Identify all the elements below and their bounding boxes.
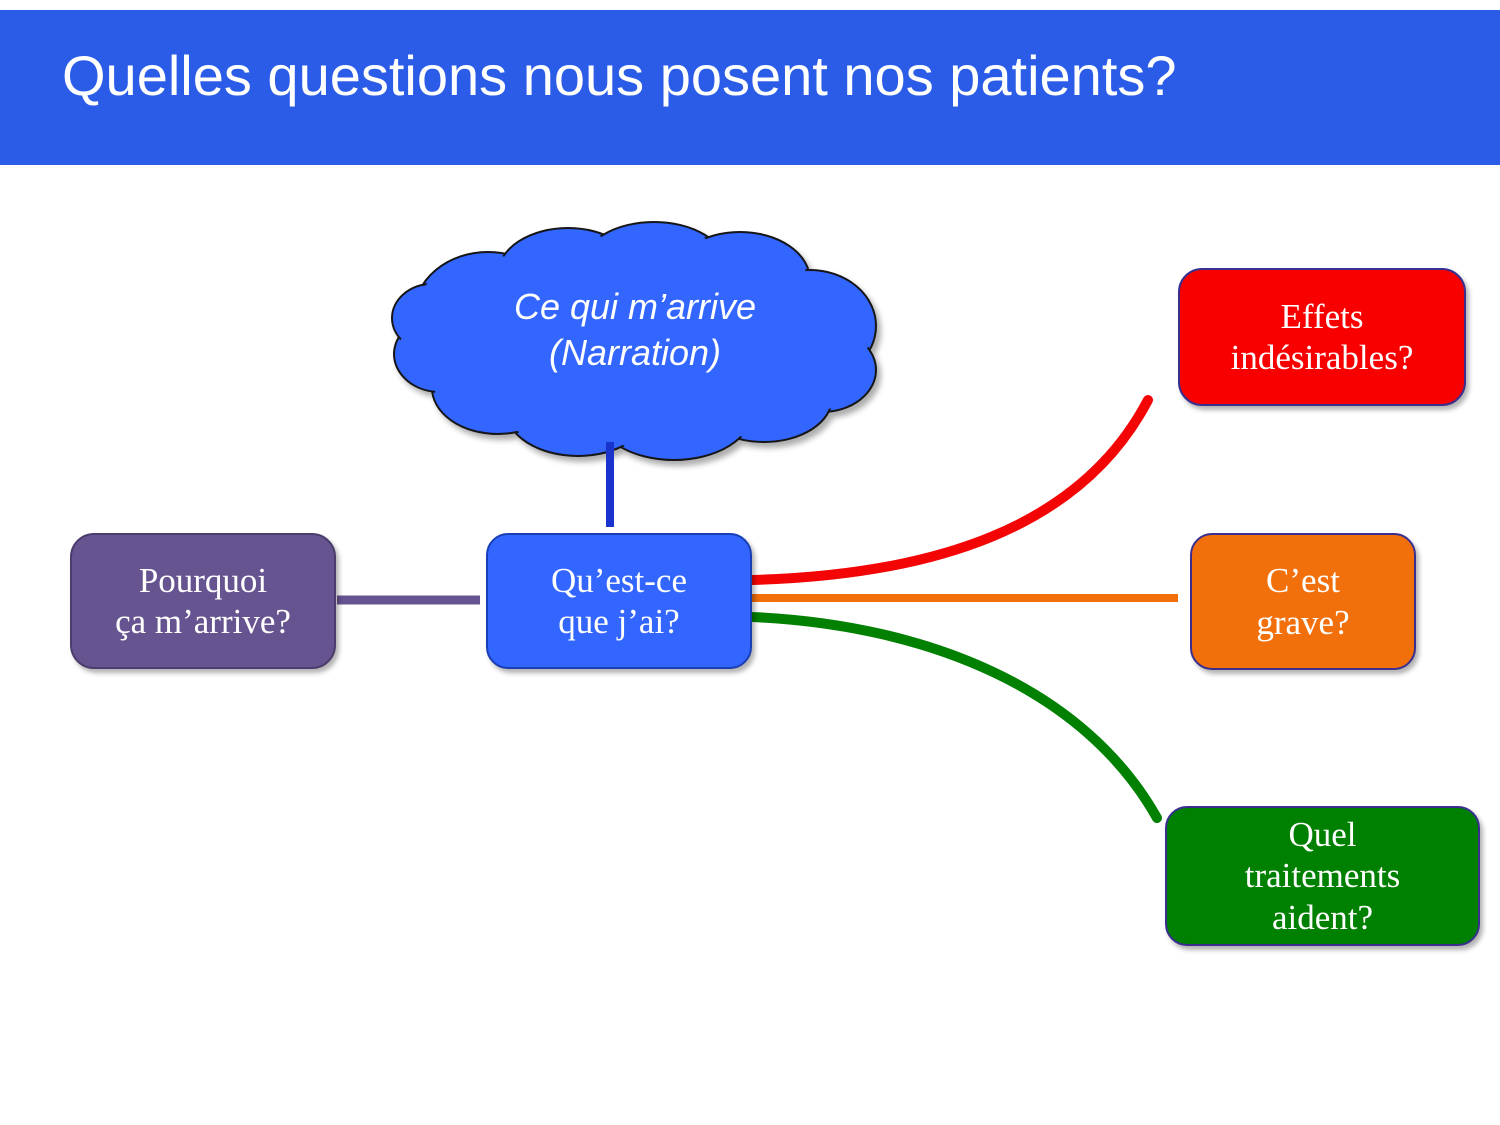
page-title: Quelles questions nous posent nos patien… [62, 44, 1177, 107]
arrow-quest-ce-to-traitements [747, 612, 1162, 823]
node-pourquoi[interactable]: Pourquoi ça m’arrive? [70, 533, 336, 669]
node-cest-grave[interactable]: C’est grave? [1190, 533, 1416, 670]
node-quel-traitements-aident[interactable]: Quel traitements aident? [1165, 806, 1480, 946]
node-effets-indesirables[interactable]: Effets indésirables? [1178, 268, 1466, 406]
thought-cloud[interactable]: Ce qui m’arrive (Narration) [391, 221, 878, 461]
thought-cloud-shape [391, 221, 877, 461]
node-quest-ce[interactable]: Qu’est-ce que j’ai? [486, 533, 752, 669]
title-band: Quelles questions nous posent nos patien… [0, 10, 1500, 165]
